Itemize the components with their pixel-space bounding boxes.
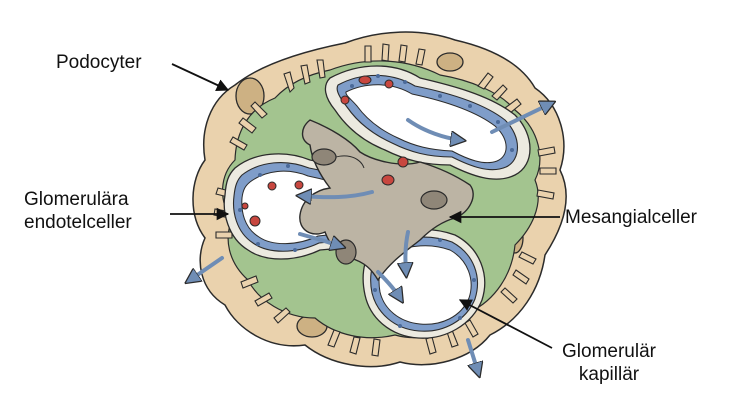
blood-cells bbox=[241, 75, 409, 227]
podocyte-nucleus bbox=[436, 52, 464, 72]
label-capillary-line2: kapillär bbox=[578, 364, 640, 385]
label-endothelial-line2: endotelceller bbox=[24, 212, 132, 233]
label-podocytes: Podocyter bbox=[56, 52, 142, 73]
mesangial-nucleus bbox=[311, 148, 337, 166]
mesangial-nucleus bbox=[420, 190, 448, 210]
leader-lines bbox=[170, 63, 560, 349]
label-mesangial-cells: Mesangialceller bbox=[565, 207, 698, 228]
leader-podocytes bbox=[171, 63, 230, 91]
foot-process-teeth bbox=[213, 43, 557, 357]
leader-capillary bbox=[458, 299, 553, 349]
label-endothelial-line1: Glomerulära bbox=[24, 189, 129, 210]
label-glomerular-capillary: Glomerulär kapillär bbox=[562, 340, 656, 386]
label-capillary-line1: Glomerulär bbox=[562, 341, 656, 362]
label-endothelial-cells: Glomerulära endotelceller bbox=[24, 188, 132, 234]
flow-arrows bbox=[190, 104, 550, 372]
